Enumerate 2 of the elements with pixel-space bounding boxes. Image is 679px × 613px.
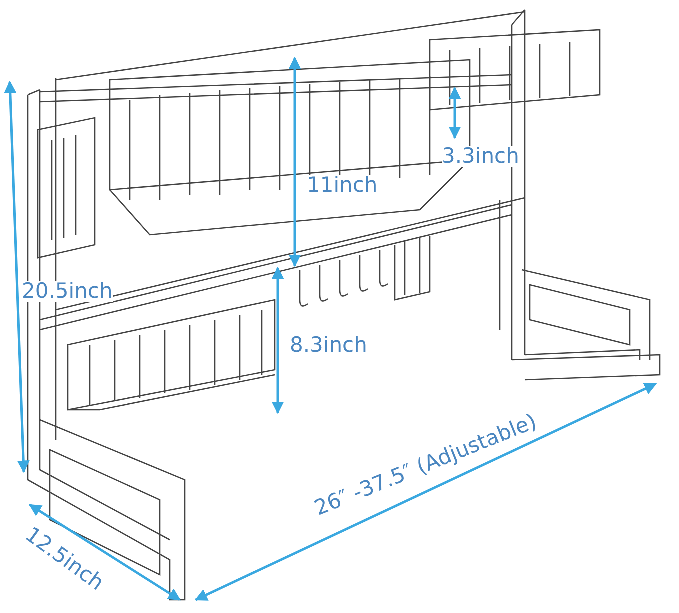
dimension-label: 3.3inch <box>442 146 520 167</box>
dimension-label: 20.5inch <box>22 281 113 302</box>
